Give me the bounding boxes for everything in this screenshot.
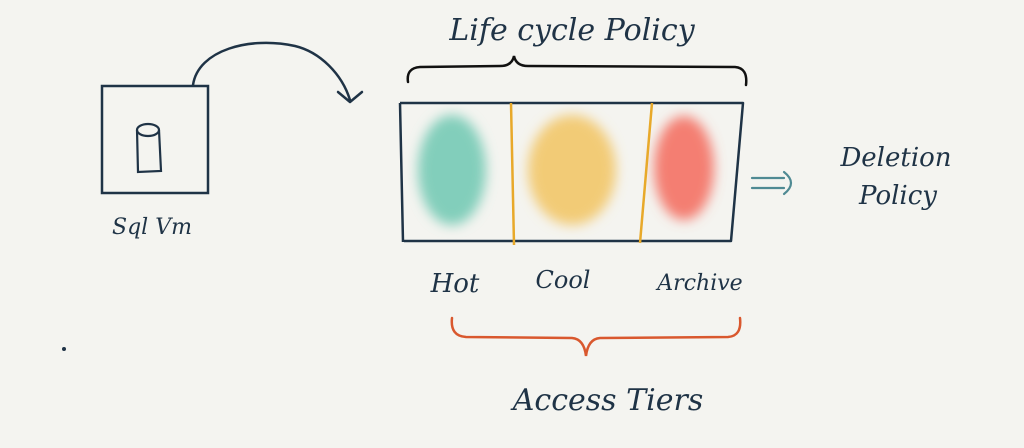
curved-arrow-head [336,90,364,104]
database-icon [135,122,163,174]
stray-dot [62,347,66,351]
tier-label-cool: Cool [536,266,591,294]
cool-tier-blob [528,115,616,225]
tier-divider-2 [638,102,654,244]
bottom-brace [450,316,742,357]
lifecycle-policy-title: Life cycle Policy [448,13,695,48]
access-tiers-label: Access Tiers [510,383,703,418]
curved-arrow [191,41,352,102]
tier-label-hot: Hot [430,269,480,299]
tier-label-archive: Archive [655,271,742,296]
sql-vm-box [100,84,210,195]
deletion-arrow [750,170,793,196]
tier-container [398,101,745,243]
hot-tier-blob [418,115,486,225]
deletion-policy-line1: Deletion [839,143,951,173]
deletion-policy-line2: Policy [858,181,937,211]
tier-divider-1 [509,102,516,246]
top-brace [406,55,748,87]
archive-tier-blob [654,116,714,220]
sql-vm-label: Sql Vm [112,215,192,240]
